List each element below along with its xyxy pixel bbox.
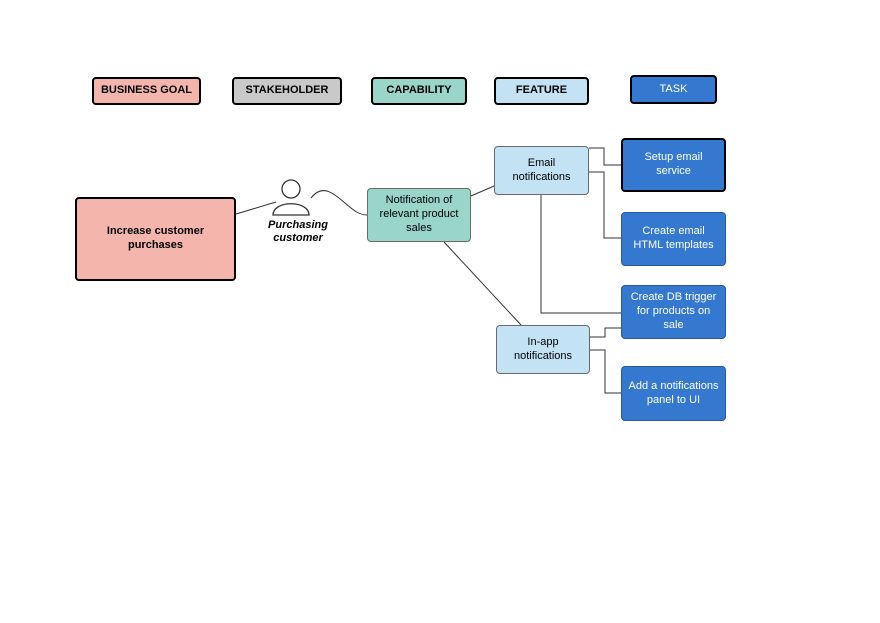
legend-feature: FEATURE (494, 77, 589, 105)
connector-inapp-ui (590, 349, 621, 394)
node-capability: Notification of relevant product sales (367, 188, 471, 242)
connector-email-db (540, 195, 621, 314)
node-task-email-templates: Create email HTML templates (621, 212, 726, 266)
connector-inapp-db (590, 327, 621, 338)
connector-capability-email (470, 185, 495, 197)
node-feature-email: Email notifications (494, 146, 589, 195)
person-icon (272, 179, 310, 216)
legend-stakeholder: STAKEHOLDER (232, 77, 342, 105)
connector-email-templates (589, 171, 621, 239)
node-task-setup-email: Setup email service (621, 138, 726, 192)
connector-capability-inapp (443, 241, 522, 326)
connector-stakeholder-capability (310, 190, 368, 216)
legend-task: TASK (630, 75, 717, 104)
stakeholder-label: Purchasing customer (268, 219, 328, 245)
node-business-goal: Increase customer purchases (75, 197, 236, 281)
legend-business-goal: BUSINESS GOAL (92, 77, 201, 105)
node-feature-inapp: In-app notifications (496, 325, 590, 374)
legend-capability: CAPABILITY (371, 77, 467, 105)
connector-goal-stakeholder (235, 201, 277, 215)
connector-email-setup (589, 147, 621, 166)
node-task-db-trigger: Create DB trigger for products on sale (621, 285, 726, 339)
node-task-ui-panel: Add a notifications panel to UI (621, 366, 726, 421)
